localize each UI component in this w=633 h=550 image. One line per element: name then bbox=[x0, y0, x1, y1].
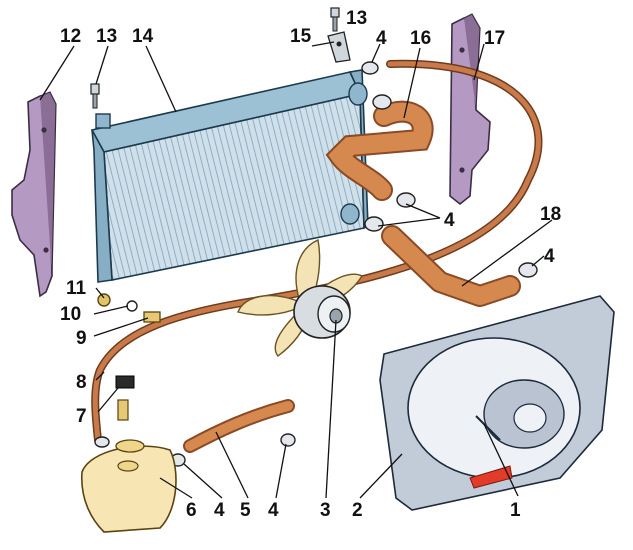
callout-17: 17 bbox=[484, 28, 505, 49]
small-parts bbox=[115, 300, 161, 421]
callout-4-right: 4 bbox=[544, 246, 555, 267]
expansion-tank bbox=[81, 439, 177, 533]
callout-3: 3 bbox=[320, 500, 331, 521]
callout-8: 8 bbox=[76, 372, 87, 393]
callout-6: 6 bbox=[186, 500, 197, 521]
radiator bbox=[90, 69, 369, 307]
lower-hose bbox=[381, 225, 521, 307]
callout-11: 11 bbox=[66, 278, 87, 299]
callout-4-bottom-left: 4 bbox=[214, 500, 225, 521]
callout-18: 18 bbox=[540, 204, 561, 225]
callout-4-top: 4 bbox=[376, 28, 387, 49]
callout-16: 16 bbox=[410, 28, 431, 49]
callout-7: 7 bbox=[76, 406, 87, 427]
mounting-bracket bbox=[327, 31, 351, 63]
callout-numbers: 12 13 14 15 13 4 16 17 4 18 4 11 10 9 8 … bbox=[60, 8, 561, 521]
callout-13-left: 13 bbox=[96, 26, 117, 47]
callout-4-bottom-right: 4 bbox=[268, 500, 279, 521]
callout-13-top: 13 bbox=[346, 8, 367, 29]
callout-4-middle: 4 bbox=[444, 210, 455, 231]
callout-1: 1 bbox=[510, 500, 521, 521]
leader-lines bbox=[39, 41, 553, 499]
fan-shroud bbox=[379, 295, 615, 511]
callout-15: 15 bbox=[290, 26, 312, 47]
callout-12: 12 bbox=[60, 26, 81, 47]
bolt-left bbox=[90, 83, 100, 109]
callout-10: 10 bbox=[60, 304, 81, 325]
fan bbox=[237, 238, 364, 357]
right-seal bbox=[449, 13, 491, 206]
callout-2: 2 bbox=[352, 500, 363, 521]
left-seal bbox=[11, 91, 57, 298]
reservoir-hose bbox=[183, 399, 295, 453]
bolt-top bbox=[330, 7, 340, 32]
callout-9: 9 bbox=[76, 328, 87, 349]
callout-5: 5 bbox=[240, 500, 251, 521]
callout-14: 14 bbox=[132, 26, 154, 47]
